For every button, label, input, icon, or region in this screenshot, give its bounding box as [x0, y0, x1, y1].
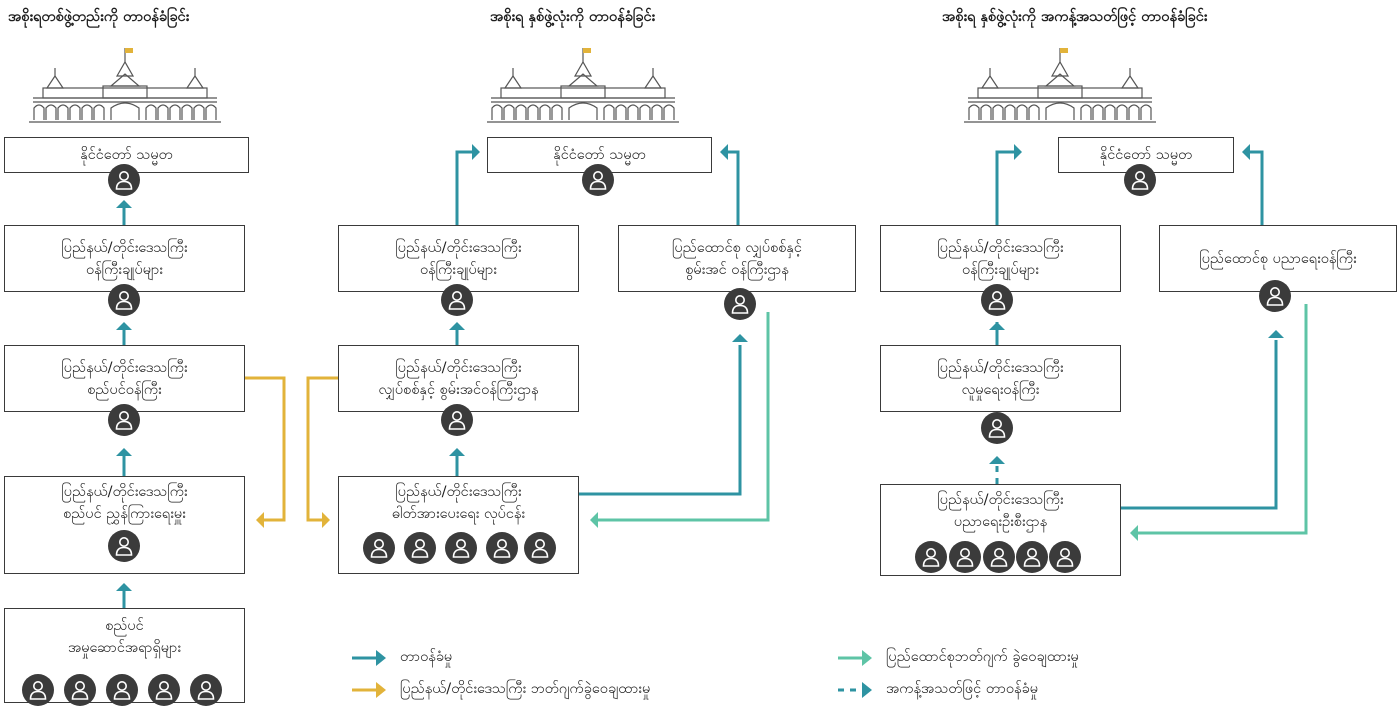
arrowhead: [449, 322, 465, 330]
arrowhead: [472, 144, 480, 160]
org-box-label: ပြည်နယ်/တိုင်းဒေသကြီး ဝန်ကြီးချုပ်များ: [395, 239, 522, 278]
arrowhead: [1268, 330, 1284, 338]
person-icon: [108, 530, 140, 562]
parliament-building-icon: [960, 46, 1160, 132]
org-box: ပြည်ထောင်စု လျှပ်စစ်နှင့် စွမ်းအင် ဝန်ကြ…: [618, 225, 856, 292]
person-icon: [22, 674, 54, 706]
org-box: ပြည်နယ်/တိုင်းဒေသကြီး လူမှုရေးဝန်ကြီး: [880, 345, 1121, 412]
accountability-line: [1121, 340, 1278, 510]
org-box-label: ပြည်နယ်/တိုင်းဒေသကြီး ဝန်ကြီးချုပ်များ: [937, 239, 1064, 278]
person-icon: [441, 284, 473, 316]
org-box: ပြည်နယ်/တိုင်းဒေသကြီး ဝန်ကြီးချုပ်များ: [338, 225, 579, 292]
org-box: ပြည်နယ်/တိုင်းဒေသကြီး ဝန်ကြီးချုပ်များ: [880, 225, 1121, 292]
person-icon: [1049, 541, 1081, 573]
person-icon: [441, 404, 473, 436]
org-box-label: ပြည်နယ်/တိုင်းဒေသကြီး ဓါတ်အားပေးရေး လုပ်…: [391, 484, 526, 522]
legend-item: ပြည်ထောင်စုဘတ်ဂျက် ခွဲဝေချထားမှု: [836, 647, 1079, 669]
person-icon: [106, 674, 138, 706]
org-box-label: ပြည်ထောင်စု ပညာရေးဝန်ကြီး: [1199, 250, 1357, 267]
arrowhead: [1014, 144, 1022, 160]
arrowhead: [989, 322, 1005, 330]
legend-item: ပြည်နယ်/တိုင်းဒေသကြီး ဘတ်ဂျက်ခွဲဝေချထားမ…: [350, 679, 650, 701]
person-icon: [108, 404, 140, 436]
arrowhead: [590, 512, 598, 528]
person-icon: [524, 532, 556, 564]
arrowhead: [116, 322, 132, 330]
accountability-line: [455, 150, 472, 225]
org-box-label: စည်ပင် အမှုဆောင်အရာရှိများ: [67, 618, 182, 656]
person-icon: [949, 541, 981, 573]
person-icon: [915, 541, 947, 573]
person-icon: [363, 532, 395, 564]
org-box: ပြည်နယ်/တိုင်းဒေသကြီး ဝန်ကြီးချုပ်များ: [4, 225, 245, 292]
person-icon: [724, 288, 756, 320]
arrowhead: [116, 583, 132, 591]
org-box: ပြည်ထောင်စု ပညာရေးဝန်ကြီး: [1159, 225, 1397, 292]
legend-arrow-icon: [838, 650, 872, 666]
org-box: ပြည်နယ်/တိုင်းဒေသကြီး လျှပ်စစ်နှင့် စွမ်…: [338, 345, 579, 412]
org-box-label: ပြည်နယ်/တိုင်းဒေသကြီး လူမှုရေးဝန်ကြီး: [937, 359, 1064, 398]
org-box-label: ပြည်နယ်/တိုင်းဒေသကြီး လျှပ်စစ်နှင့် စွမ်…: [378, 359, 539, 398]
person-icon: [190, 674, 222, 706]
arrowhead: [116, 200, 132, 208]
person-icon: [148, 674, 180, 706]
org-box-label: ပြည်နယ်/တိုင်းဒေသကြီး ဝန်ကြီးချုပ်များ: [61, 239, 188, 278]
parliament-building-icon: [25, 46, 225, 132]
budget-line: [245, 376, 286, 522]
legend-arrow-icon: [838, 682, 872, 698]
union-budget-line: [598, 312, 770, 522]
legend-item: တာဝန်ခံမှု: [350, 647, 452, 669]
legend-label: ပြည်နယ်/တိုင်းဒေသကြီး ဘတ်ဂျက်ခွဲဝေချထားမ…: [400, 680, 651, 697]
arrowhead: [449, 448, 465, 456]
budget-line: [306, 376, 338, 522]
arrowhead: [256, 512, 264, 528]
panel-title: အစိုးရတစ်ဖွဲ့တည်းကို တာဝန်ခံခြင်း: [8, 9, 190, 25]
accountability-line: [1250, 150, 1264, 225]
arrowhead: [322, 512, 330, 528]
arrowhead: [1130, 525, 1138, 541]
legend-arrow-icon: [352, 682, 386, 698]
arrowhead: [116, 448, 132, 456]
org-box-label: ပြည်နယ်/တိုင်းဒေသကြီး စည်ပင် ညွှန်ကြားရေ…: [61, 484, 188, 522]
person-icon: [981, 412, 1013, 444]
president-label: နိုင်ငံတော် သမ္မတ: [80, 147, 173, 163]
person-icon: [981, 284, 1013, 316]
person-icon: [1259, 280, 1291, 312]
person-icon: [1124, 164, 1156, 196]
person-icon: [983, 541, 1015, 573]
person-icon: [108, 164, 140, 196]
president-label: နိုင်ငံတော် သမ္မတ: [1099, 147, 1193, 163]
arrowhead: [1242, 144, 1250, 160]
president-label: နိုင်ငံတော် သမ္မတ: [553, 147, 646, 163]
person-icon: [108, 284, 140, 316]
accountability-line: [728, 150, 740, 225]
person-icon: [64, 674, 96, 706]
legend-label: တာဝန်ခံမှု: [400, 648, 453, 665]
org-box-label: ပြည်နယ်/တိုင်းဒေသကြီး စည်ပင်ဝန်ကြီး: [61, 359, 188, 398]
person-icon: [1016, 541, 1048, 573]
parliament-building-icon: [483, 46, 683, 132]
legend-label: အကန့်အသတ်ဖြင့် တာဝန်ခံမှု: [886, 680, 1038, 697]
union-budget-line: [1138, 304, 1308, 535]
arrowhead: [732, 334, 748, 342]
panel-title: အစိုးရ နှစ်ဖွဲ့လုံးကို တာဝန်ခံခြင်း: [490, 9, 656, 25]
legend-label: ပြည်ထောင်စုဘတ်ဂျက် ခွဲဝေချထားမှု: [886, 648, 1079, 665]
person-icon: [404, 532, 436, 564]
legend-item: အကန့်အသတ်ဖြင့် တာဝန်ခံမှု: [836, 679, 1038, 701]
accountability-line: [579, 345, 742, 496]
org-box: ပြည်နယ်/တိုင်းဒေသကြီး စည်ပင်ဝန်ကြီး: [4, 345, 245, 412]
person-icon: [582, 164, 614, 196]
arrowhead: [989, 456, 1005, 464]
arrowhead: [720, 144, 728, 160]
accountability-line: [995, 150, 1014, 225]
panel-title: အစိုးရ နှစ်ဖွဲ့လုံးကို အကန့်အသတ်ဖြင့် တာ…: [942, 9, 1208, 25]
org-box-label: ပြည်ထောင်စု လျှပ်စစ်နှင့် စွမ်းအင် ဝန်ကြ…: [672, 239, 802, 278]
person-icon: [445, 532, 477, 564]
legend-arrow-icon: [352, 650, 386, 666]
person-icon: [486, 532, 518, 564]
org-box-label: ပြည်နယ်/တိုင်းဒေသကြီး ပညာရေးဦးစီးဌာန: [937, 492, 1064, 530]
